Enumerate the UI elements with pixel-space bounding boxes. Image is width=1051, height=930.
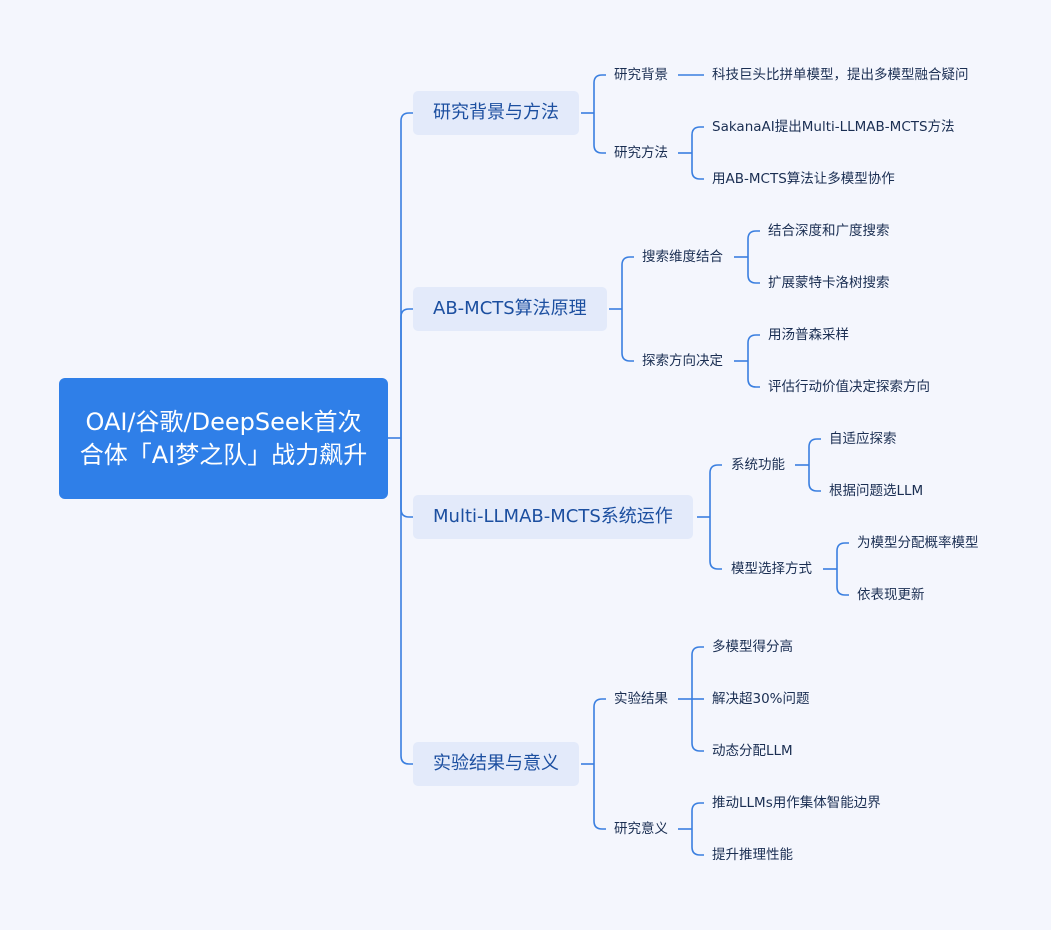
sub-connector-link [691,126,704,153]
leaf-label: 解决超30%问题 [712,691,810,707]
subtopic-label: 模型选择方式 [731,561,812,577]
subtopic-research-method[interactable]: 研究方法 [614,142,668,164]
leaf-label: 用汤普森采样 [768,327,849,343]
leaf-label: 结合深度和广度搜索 [768,223,890,239]
sub-connector-link [691,153,704,180]
subtopic-research-significance[interactable]: 研究意义 [614,818,668,840]
leaf-label: 评估行动价值决定探索方向 [768,379,930,395]
sub-connector-link [747,230,760,257]
leaf-node[interactable]: 依表现更新 [857,584,925,606]
sub-connector-link [747,257,760,284]
subtopic-system-function[interactable]: 系统功能 [731,454,785,476]
subtopic-search-dimension[interactable]: 搜索维度结合 [642,246,723,268]
sub-connector-link [808,465,821,492]
branch3-connector-link [709,464,722,517]
leaf-label: 用AB-MCTS算法让多模型协作 [712,171,895,187]
leaf-node[interactable]: 根据问题选LLM [829,480,923,502]
leaf-label: 推动LLMs用作集体智能边界 [712,795,881,811]
subtopic-label: 系统功能 [731,457,785,473]
sub-connector-link [691,829,704,856]
branch3-connector-link [709,517,722,570]
subtopic-label: 搜索维度结合 [642,249,723,265]
leaf-node[interactable]: 推动LLMs用作集体智能边界 [712,792,881,814]
leaf-label: 依表现更新 [857,587,925,603]
subtopic-label: 探索方向决定 [642,353,723,369]
subtopic-research-background[interactable]: 研究背景 [614,64,668,86]
subtopic-label: 研究意义 [614,821,668,837]
branch2-connector-link [621,309,634,362]
branch-node-results-significance[interactable]: 实验结果与意义 [413,742,579,786]
sub-connector-link [691,802,704,829]
sub-connector-link [836,569,849,596]
branch-label: Multi-LLMAB-MCTS系统运作 [433,506,673,527]
leaf-node[interactable]: 科技巨头比拼单模型，提出多模型融合疑问 [712,64,969,86]
branch-node-ab-mcts-principle[interactable]: AB-MCTS算法原理 [413,287,607,331]
leaf-node[interactable]: 多模型得分高 [712,636,793,658]
leaf-node[interactable]: 评估行动价值决定探索方向 [768,376,930,398]
leaf-node[interactable]: 结合深度和广度搜索 [768,220,890,242]
leaf-node[interactable]: 用AB-MCTS算法让多模型协作 [712,168,895,190]
root-node[interactable]: OAI/谷歌/DeepSeek首次合体「AI梦之队」战力飙升 [59,378,388,499]
leaf-label: 扩展蒙特卡洛树搜索 [768,275,890,291]
subtopic-label: 研究方法 [614,145,668,161]
root-connector-link [400,112,413,438]
leaf-label: 根据问题选LLM [829,483,924,499]
sub-connector-link [747,334,760,361]
leaf-node[interactable]: 提升推理性能 [712,844,793,866]
leaf-label: SakanaAI提出Multi-LLMAB-MCTS方法 [712,119,955,135]
leaf-node[interactable]: 解决超30%问题 [712,688,810,710]
branch4-connector-link [593,698,606,764]
leaf-node[interactable]: 为模型分配概率模型 [857,532,979,554]
sub-connector-link [747,361,760,388]
leaf-node[interactable]: 自适应探索 [829,428,897,450]
branch2-connector-link [621,256,634,309]
sub-connector-link [808,438,821,465]
leaf-label: 动态分配LLM [712,743,793,759]
leaf-label: 多模型得分高 [712,639,793,655]
root-label: OAI/谷歌/DeepSeek首次合体「AI梦之队」战力飙升 [79,407,368,469]
branch1-connector-link [593,113,606,154]
sub-connector-link [691,699,704,752]
leaf-label: 提升推理性能 [712,847,793,863]
root-connector-link [400,308,413,438]
branch-label: 研究背景与方法 [433,102,559,123]
sub-connector-link [691,646,704,699]
root-connector-link [400,438,413,765]
leaf-node[interactable]: 动态分配LLM [712,740,793,762]
subtopic-label: 研究背景 [614,67,668,83]
leaf-node[interactable]: 扩展蒙特卡洛树搜索 [768,272,890,294]
sub-connector-link [836,542,849,569]
subtopic-label: 实验结果 [614,691,668,707]
leaf-label: 科技巨头比拼单模型，提出多模型融合疑问 [712,67,969,83]
leaf-node[interactable]: SakanaAI提出Multi-LLMAB-MCTS方法 [712,116,955,138]
root-connector-link [400,438,413,518]
branch-label: 实验结果与意义 [433,753,559,774]
branch-node-research-background-method[interactable]: 研究背景与方法 [413,91,579,135]
subtopic-experiment-results[interactable]: 实验结果 [614,688,668,710]
branch1-connector-link [593,74,606,113]
subtopic-explore-direction[interactable]: 探索方向决定 [642,350,723,372]
branch-node-system-operation[interactable]: Multi-LLMAB-MCTS系统运作 [413,495,693,539]
branch4-connector-link [593,764,606,830]
branch-label: AB-MCTS算法原理 [433,298,587,319]
leaf-label: 为模型分配概率模型 [857,535,979,551]
leaf-node[interactable]: 用汤普森采样 [768,324,849,346]
subtopic-model-selection[interactable]: 模型选择方式 [731,558,812,580]
leaf-label: 自适应探索 [829,431,897,447]
